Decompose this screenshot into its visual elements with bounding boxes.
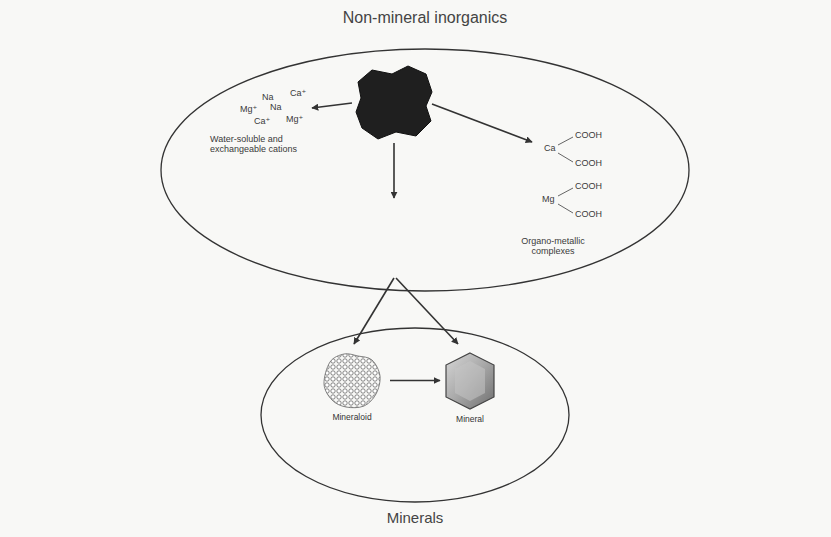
chemical-label: COOH: [575, 158, 602, 168]
caption-text: Organo-metallic complexes: [510, 236, 596, 257]
chemical-label: COOH: [575, 130, 602, 140]
arrow: [393, 143, 395, 198]
chemical-label: Mg⁺: [240, 104, 257, 114]
mineraloid-texture: [324, 354, 380, 408]
mineraloid-node: Mineraloid: [318, 352, 386, 422]
group-ellipse: MineralsMineraloidMineral: [260, 327, 570, 503]
chemical-bond: [558, 137, 573, 213]
node-shape: [160, 48, 690, 292]
connector-arrow: [390, 380, 440, 382]
node-shape: [318, 352, 386, 408]
arrow: [312, 103, 352, 108]
group-heading: Non-mineral inorganics: [160, 8, 690, 27]
node-shape: [260, 327, 570, 503]
caption-text: Water-soluble and exchangeable cations: [210, 134, 310, 155]
region-ellipse: [261, 328, 569, 502]
mineral-crystal: [446, 353, 494, 409]
chemical-label: Mg⁺: [286, 114, 303, 124]
arrow: [432, 104, 532, 142]
region-ellipse: [161, 49, 689, 291]
chemical-label: COOH: [575, 181, 602, 191]
chemical-label: COOH: [575, 209, 602, 219]
arrow: [396, 278, 458, 344]
group-heading: Minerals: [260, 509, 570, 527]
node-label: Mineraloid: [318, 412, 386, 422]
node-shape: [438, 352, 502, 410]
chemical-label: Ca⁺: [254, 116, 270, 126]
chemical-label: Na: [262, 92, 274, 102]
chemical-label: Na: [270, 102, 282, 112]
chemical-label: Ca⁺: [290, 88, 306, 98]
group-ellipse: Non-mineral inorganics: [160, 48, 690, 292]
chemical-label: Mg: [542, 194, 555, 204]
chemical-label: Ca: [544, 143, 556, 153]
crystal-node: Mineral: [438, 352, 502, 424]
node-label: Mineral: [438, 414, 502, 424]
soil-particle: [356, 66, 432, 139]
